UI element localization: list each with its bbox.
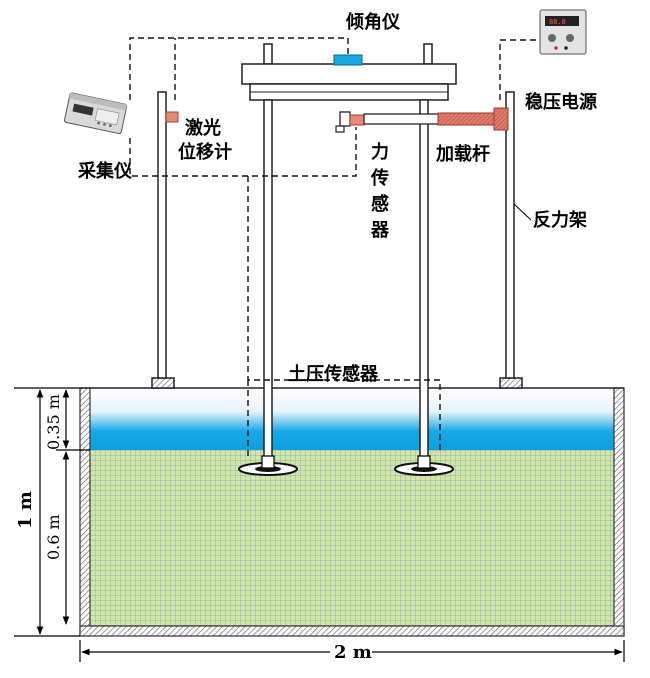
label-inclinometer: 倾角仪	[345, 11, 401, 33]
tank-wall-left	[79, 387, 91, 637]
label-laser-line2: 位移计	[178, 141, 232, 163]
dim-water-depth: 0.35 m	[44, 394, 63, 450]
label-force-char1: 力	[371, 142, 389, 163]
power-supply-device: 88.8	[539, 9, 587, 55]
dim-tank-width: 2 m	[334, 642, 372, 663]
leader-reaction-frame	[513, 203, 532, 221]
label-loading-rod: 加载杆	[435, 143, 490, 165]
label-force-char2: 传	[370, 167, 389, 189]
label-laser-line1: 激光	[185, 117, 221, 139]
soil-layer	[90, 450, 614, 626]
data-collector-device	[63, 92, 128, 135]
dim-soil-depth: 0.6 m	[44, 514, 63, 560]
label-force-char4: 器	[370, 220, 390, 241]
tank-bottom	[79, 625, 625, 637]
force-sensor	[335, 111, 365, 133]
loading-rod	[363, 107, 509, 131]
label-reaction-frame: 反力架	[533, 209, 587, 231]
pile-tip-left	[238, 455, 298, 476]
laser-sensor	[165, 111, 179, 123]
tank	[79, 387, 625, 637]
dim-total-depth: 1 m	[15, 491, 36, 529]
label-collector: 采集仪	[77, 160, 133, 182]
signal-cables	[129, 37, 540, 460]
label-soil-pressure: 土压传感器	[288, 363, 379, 385]
dimension-lines	[14, 387, 625, 662]
inclinometer-sensor	[333, 54, 363, 66]
reaction-frame	[151, 91, 523, 389]
svg-text:88.8: 88.8	[549, 18, 566, 26]
label-force-char3: 感	[371, 193, 389, 215]
label-regulated-power: 稳压电源	[525, 91, 597, 113]
water-layer	[90, 388, 614, 450]
tank-wall-right	[613, 387, 625, 637]
pile-tip-right	[394, 455, 454, 476]
